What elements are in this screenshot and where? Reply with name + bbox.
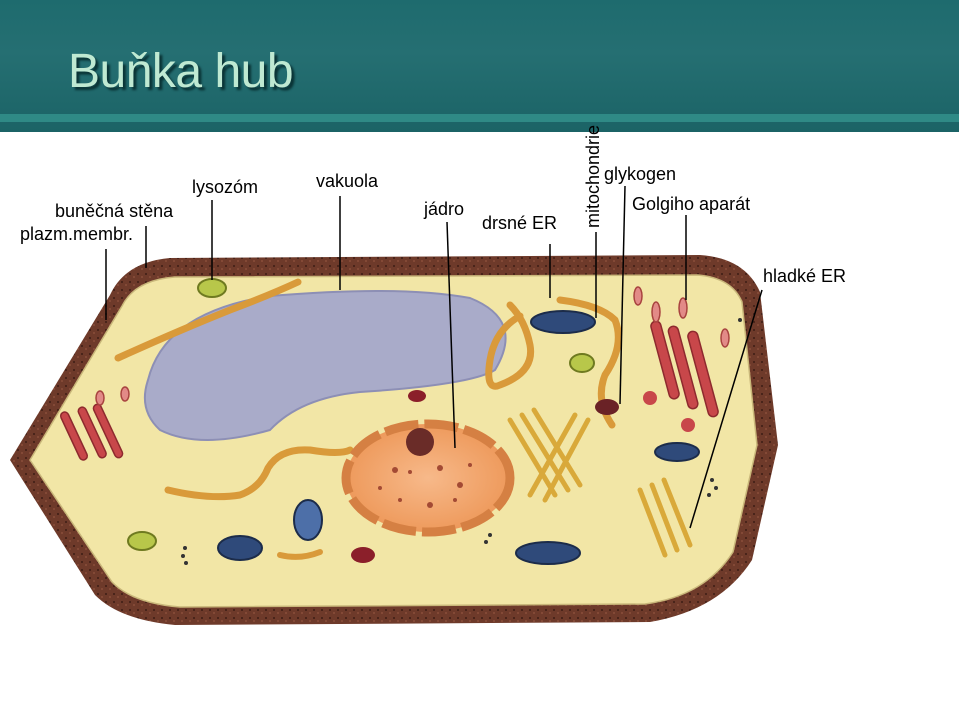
- vesicle-blue-2: [218, 536, 262, 560]
- label-glycogen: glykogen: [604, 165, 676, 183]
- label-mitochondria: mitochondrie: [584, 125, 602, 228]
- label-golgi: Golgiho aparát: [632, 195, 750, 213]
- label-plasma-membrane: plazm.membr.: [20, 225, 133, 243]
- label-lysosome: lysozóm: [192, 178, 258, 196]
- lysosome: [198, 279, 226, 297]
- label-nucleus: jádro: [424, 200, 464, 218]
- vesicle-blue-5: [294, 500, 322, 540]
- vesicle-red-4: [681, 418, 695, 432]
- label-smooth-er: hladké ER: [763, 267, 846, 285]
- vesicle-red-2: [408, 390, 426, 402]
- glycogen-granule: [595, 399, 619, 415]
- label-cell-wall: buněčná stěna: [55, 202, 173, 220]
- vesicle-red-3: [643, 391, 657, 405]
- nucleolus: [406, 428, 434, 456]
- label-rough-er: drsné ER: [482, 214, 557, 232]
- vesicle-blue-3: [516, 542, 580, 564]
- label-vacuole: vakuola: [316, 172, 378, 190]
- vesicle-blue-4: [655, 443, 699, 461]
- vesicle-blue-1: [531, 311, 595, 333]
- lysosome-3: [128, 532, 156, 550]
- vesicle-red-1: [351, 547, 375, 563]
- lysosome-2: [570, 354, 594, 372]
